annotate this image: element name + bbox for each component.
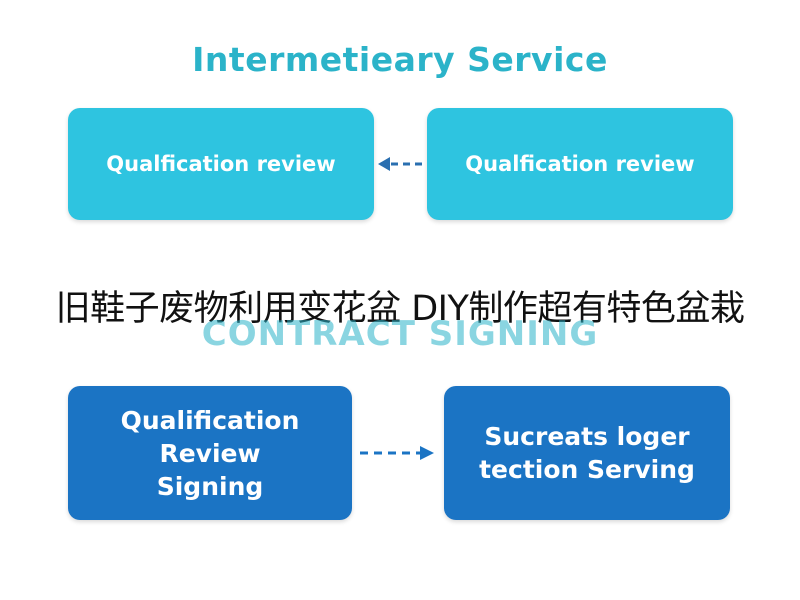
- top-arrow-head: [378, 157, 390, 171]
- bottom-left-box: Qualification Review Signing: [68, 386, 352, 520]
- top-left-box-label: Qualfication review: [106, 152, 336, 176]
- overlay-caption: 旧鞋子废物利用变花盆 DIY制作超有特色盆栽: [55, 289, 745, 329]
- section-label: CONTRACT SIGNING: [201, 314, 599, 354]
- top-dashed-arrow-left: [378, 157, 422, 171]
- bottom-dashed-arrow-right: [360, 446, 434, 460]
- bottom-right-box-label: Sucreats loger tection Serving: [479, 422, 695, 484]
- top-left-box: Qualfication review: [68, 108, 374, 220]
- top-right-box: Qualfication review: [427, 108, 733, 220]
- bottom-left-box-label: Qualification Review Signing: [120, 405, 300, 501]
- top-right-box-label: Qualfication review: [465, 152, 695, 176]
- diagram-title: Intermetieary Service: [192, 40, 608, 79]
- bottom-right-box: Sucreats loger tection Serving: [444, 386, 730, 520]
- bottom-arrow-head: [420, 446, 434, 460]
